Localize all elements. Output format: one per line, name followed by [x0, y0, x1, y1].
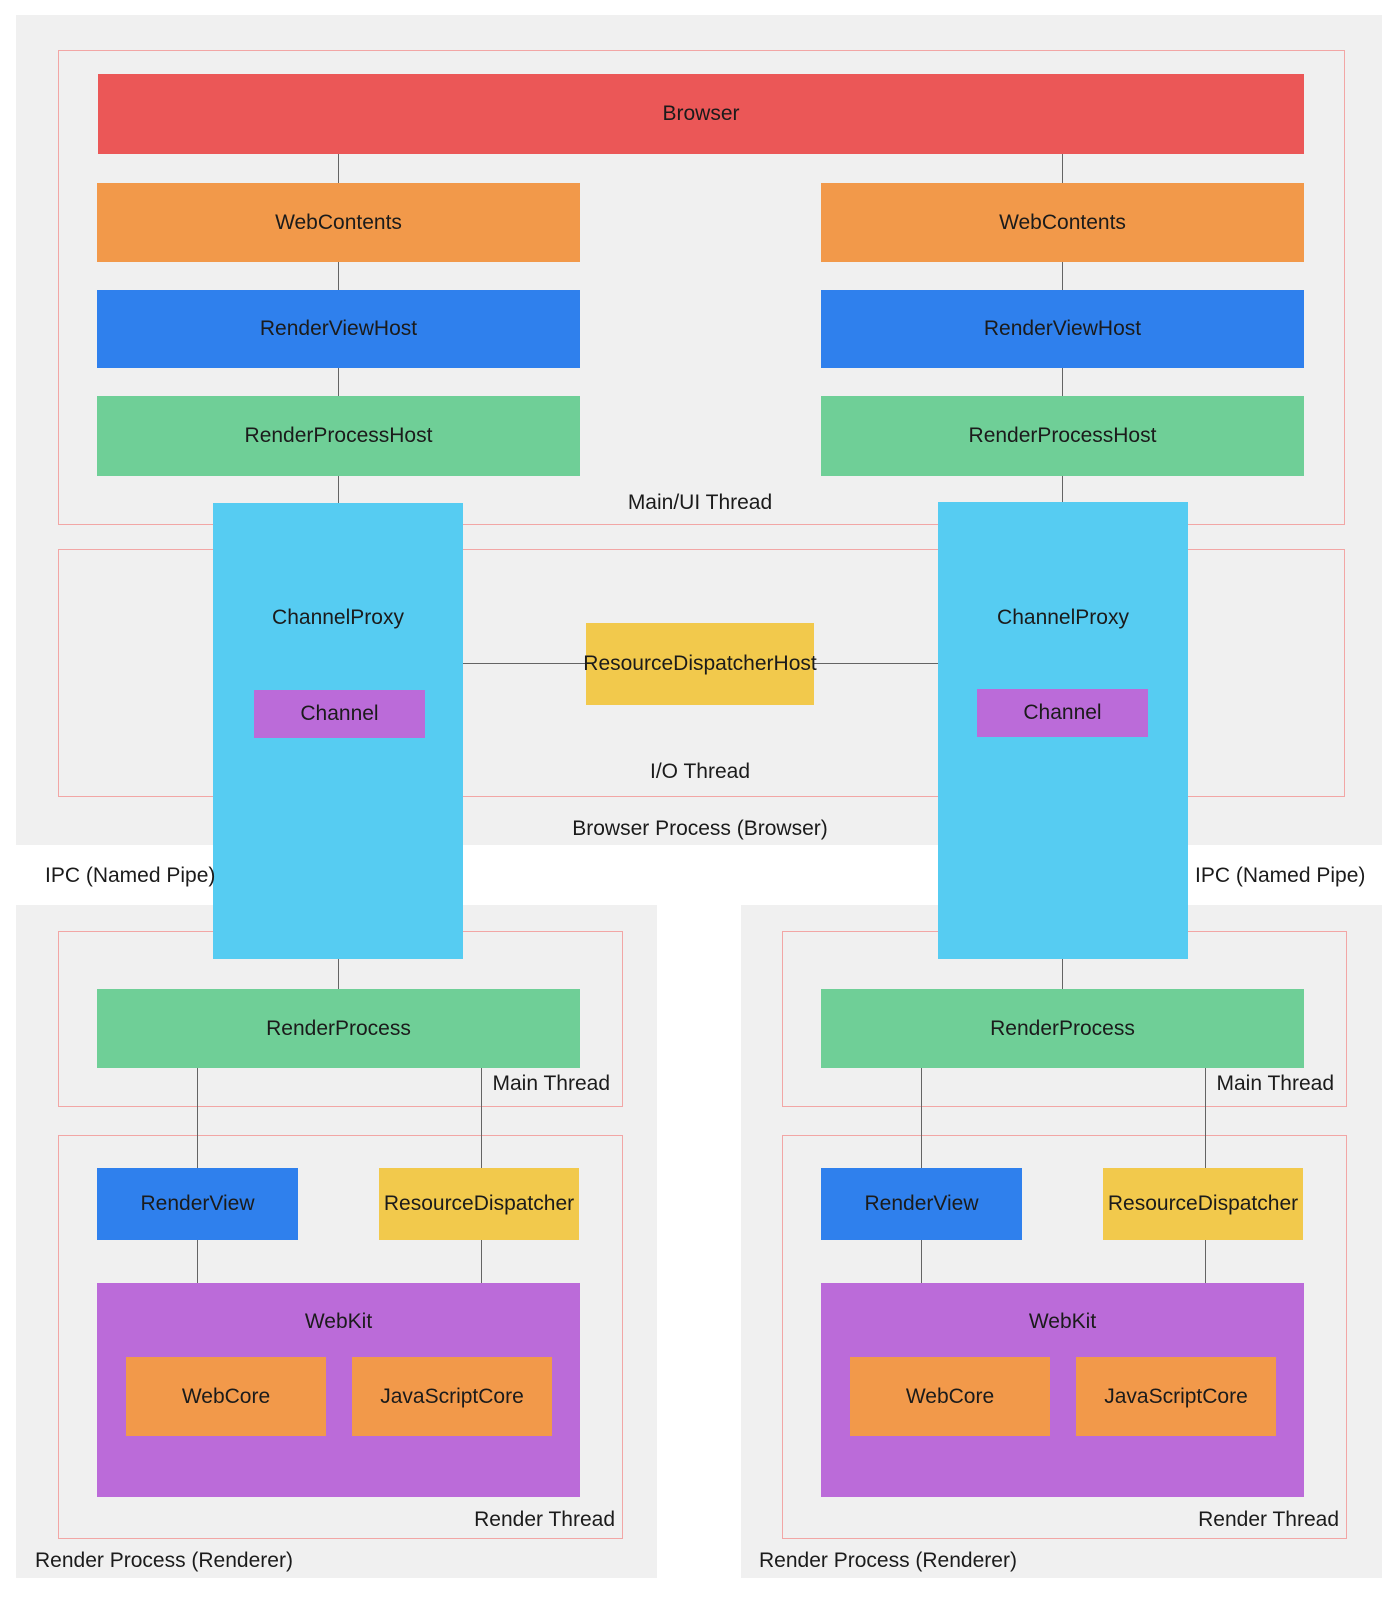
connector-browser-webcontents-left — [338, 154, 339, 183]
connector-rvh-rph-left — [338, 368, 339, 396]
render-view-node-left: RenderView — [97, 1168, 298, 1240]
ipc-named-pipe-label-left: IPC (Named Pipe) — [45, 864, 216, 887]
connector-webcontents-rvh-right — [1062, 262, 1063, 290]
render-thread-box-right — [782, 1135, 1347, 1539]
render-view-host-label-left: RenderViewHost — [259, 317, 418, 340]
resource-dispatcher-host-label: ResourceDispatcherHost — [583, 652, 817, 675]
web-core-label-left: WebCore — [181, 1384, 271, 1408]
connector-webcontents-rvh-left — [338, 262, 339, 290]
channel-node-right: Channel — [977, 689, 1148, 737]
resource-dispatcher-host-node: ResourceDispatcherHost — [583, 623, 817, 705]
render-thread-label-right: Render Thread — [1198, 1508, 1339, 1531]
connector-resourcedispatcher-webkit-right — [1205, 1240, 1206, 1283]
render-process-title-right: Render Process (Renderer) — [759, 1549, 1017, 1572]
channel-proxy-label-left: ChannelProxy — [272, 606, 404, 629]
connector-renderview-webkit-right — [921, 1240, 922, 1283]
channel-node-left: Channel — [254, 690, 425, 738]
javascript-core-node-right: JavaScriptCore — [1076, 1357, 1276, 1436]
resource-dispatcher-label-left: ResourceDispatcher — [383, 1192, 575, 1215]
browser-node-label: Browser — [662, 102, 740, 125]
javascript-core-label-left: JavaScriptCore — [380, 1384, 524, 1408]
javascript-core-node-left: JavaScriptCore — [352, 1357, 552, 1436]
render-process-label-left: RenderProcess — [266, 1016, 411, 1040]
render-view-label-right: RenderView — [864, 1192, 979, 1215]
web-contents-label-left: WebContents — [275, 210, 402, 234]
connector-renderprocess-resourcedispatcher-right — [1205, 1068, 1206, 1168]
render-process-node-right: RenderProcess — [821, 989, 1304, 1068]
browser-node: Browser — [98, 74, 1304, 154]
render-process-title-left: Render Process (Renderer) — [35, 1549, 293, 1572]
resource-dispatcher-label-right: ResourceDispatcher — [1107, 1192, 1299, 1215]
connector-rph-channelproxy-left — [338, 476, 339, 503]
webkit-label-left: WebKit — [304, 1310, 373, 1333]
connector-renderprocess-resourcedispatcher-left — [481, 1068, 482, 1168]
render-view-label-left: RenderView — [140, 1192, 255, 1215]
main-thread-label-left: Main Thread — [492, 1072, 610, 1095]
ipc-named-pipe-label-right: IPC (Named Pipe) — [1195, 864, 1366, 887]
connector-rvh-rph-right — [1062, 368, 1063, 396]
web-contents-node-right: WebContents — [821, 183, 1304, 262]
web-core-node-left: WebCore — [126, 1357, 326, 1436]
io-thread-label: I/O Thread — [650, 760, 750, 783]
render-process-host-node-left: RenderProcessHost — [97, 396, 580, 476]
render-process-label-right: RenderProcess — [990, 1016, 1135, 1040]
connector-renderview-webkit-left — [197, 1240, 198, 1283]
web-contents-node-left: WebContents — [97, 183, 580, 262]
web-core-label-right: WebCore — [905, 1384, 995, 1408]
channel-label-right: Channel — [1023, 701, 1102, 724]
connector-rdh-channelproxy-right — [814, 663, 938, 664]
main-thread-label-right: Main Thread — [1216, 1072, 1334, 1095]
render-process-host-label-right: RenderProcessHost — [968, 424, 1157, 447]
render-view-node-right: RenderView — [821, 1168, 1022, 1240]
web-contents-label-right: WebContents — [999, 210, 1126, 234]
connector-channelproxy-rdh-left — [463, 663, 586, 664]
render-view-host-node-right: RenderViewHost — [821, 290, 1304, 368]
javascript-core-label-right: JavaScriptCore — [1104, 1384, 1248, 1408]
connector-channelproxy-renderprocess-right — [1062, 959, 1063, 989]
connector-renderprocess-renderview-right — [921, 1068, 922, 1168]
connector-resourcedispatcher-webkit-left — [481, 1240, 482, 1283]
render-view-host-node-left: RenderViewHost — [97, 290, 580, 368]
render-view-host-label-right: RenderViewHost — [983, 317, 1142, 340]
channel-proxy-label-right: ChannelProxy — [997, 606, 1129, 629]
connector-renderprocess-renderview-left — [197, 1068, 198, 1168]
io-thread-box — [58, 549, 1345, 797]
render-process-host-node-right: RenderProcessHost — [821, 396, 1304, 476]
render-process-host-label-left: RenderProcessHost — [244, 424, 433, 447]
render-process-node-left: RenderProcess — [97, 989, 580, 1068]
resource-dispatcher-node-left: ResourceDispatcher — [379, 1168, 579, 1240]
render-thread-label-left: Render Thread — [474, 1508, 615, 1531]
connector-browser-webcontents-right — [1062, 154, 1063, 183]
connector-rph-channelproxy-right — [1062, 476, 1063, 503]
webkit-label-right: WebKit — [1028, 1310, 1097, 1333]
browser-process-title: Browser Process (Browser) — [572, 817, 828, 840]
connector-channelproxy-renderprocess-left — [338, 959, 339, 989]
main-ui-thread-label: Main/UI Thread — [627, 491, 773, 514]
channel-label-left: Channel — [300, 702, 379, 725]
main-ui-thread-box — [58, 50, 1345, 525]
web-core-node-right: WebCore — [850, 1357, 1050, 1436]
resource-dispatcher-node-right: ResourceDispatcher — [1103, 1168, 1303, 1240]
render-thread-box-left — [58, 1135, 623, 1539]
